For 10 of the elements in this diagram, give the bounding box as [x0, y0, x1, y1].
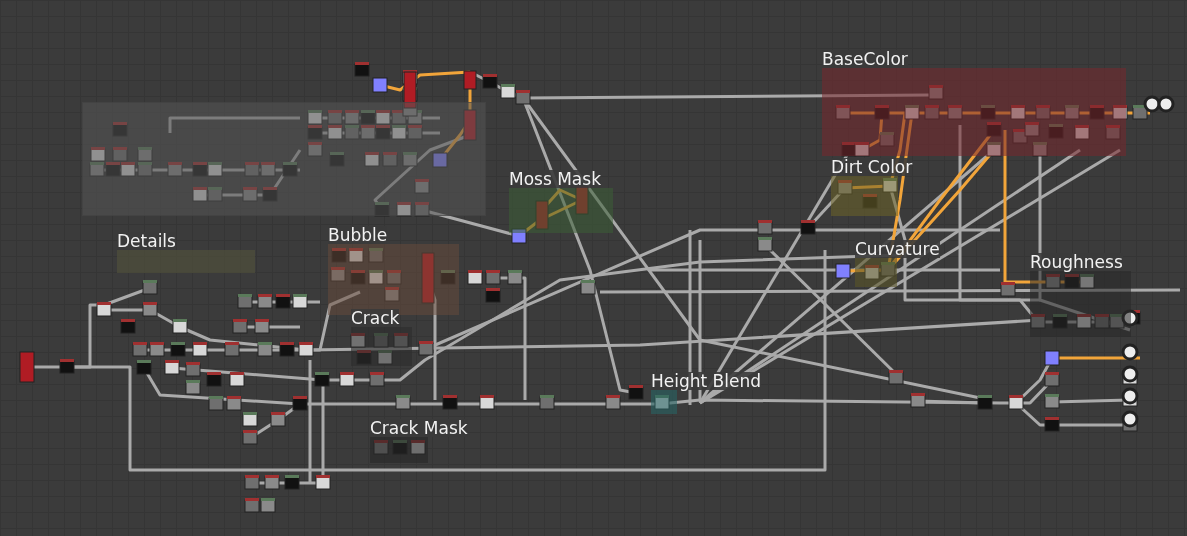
frame-title: Crack	[351, 309, 400, 327]
frame-title: Crack Mask	[370, 419, 468, 437]
frame-title: Dirt Color	[831, 158, 913, 176]
frame-title: Curvature	[855, 240, 940, 258]
frame-title: Moss Mask	[509, 170, 601, 188]
frame-title: Bubble	[328, 226, 388, 244]
frame-title: Roughness	[1030, 253, 1123, 271]
frame-title: BaseColor	[822, 50, 908, 68]
frame-title: Height Blend	[651, 372, 761, 390]
frame-title: Details	[117, 232, 176, 250]
